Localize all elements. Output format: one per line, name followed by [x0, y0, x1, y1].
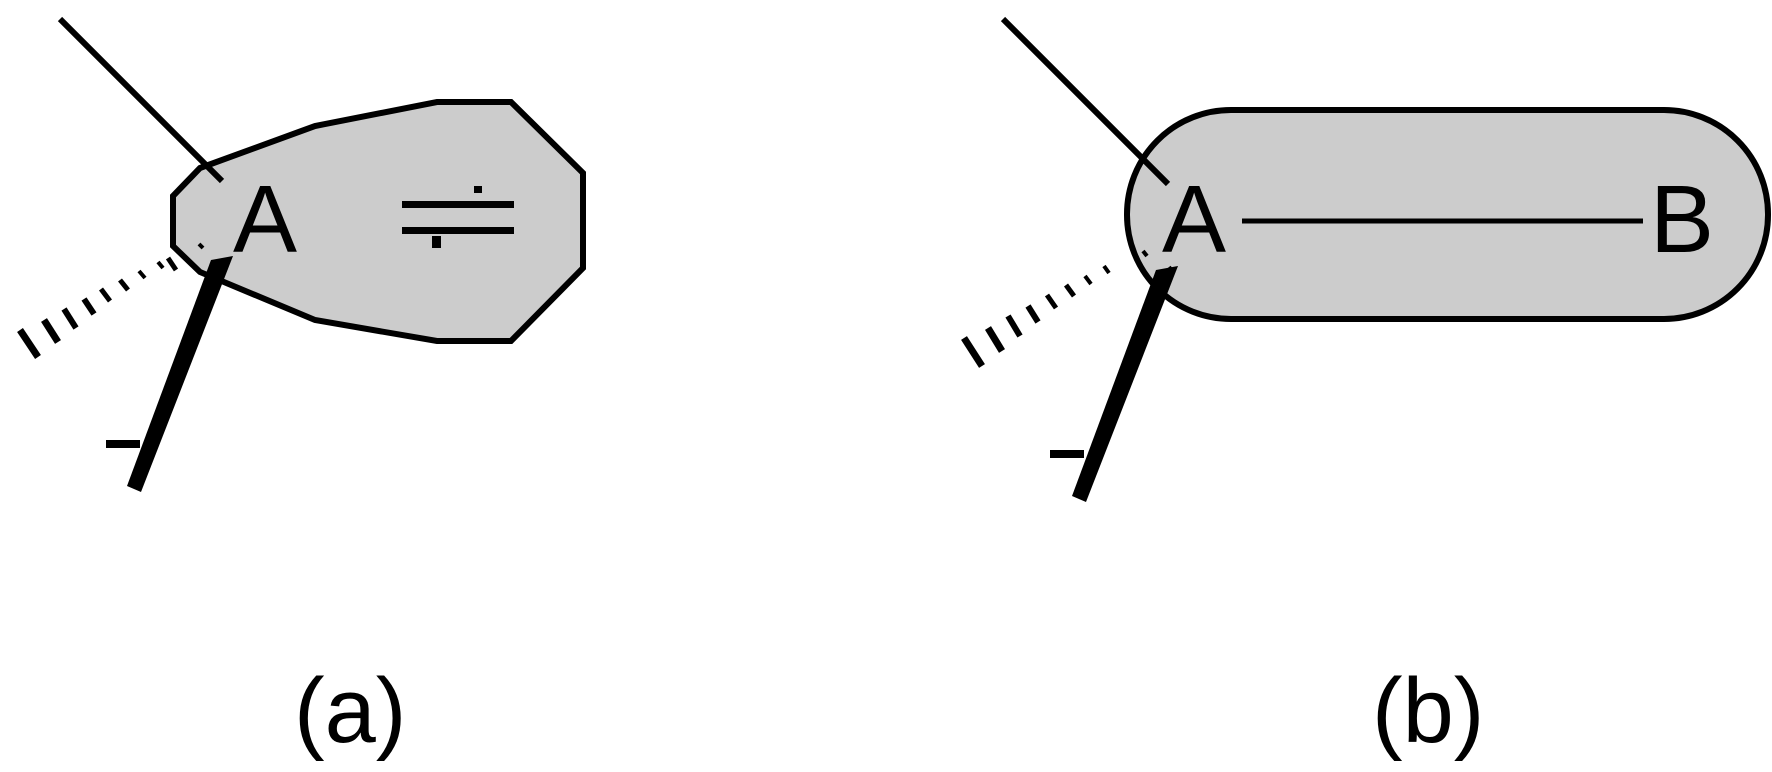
panel-b-capsule	[1124, 107, 1771, 322]
panel-b-wedge-bond	[1072, 266, 1178, 502]
panel-b-partner-label: B	[1650, 166, 1714, 273]
panel-b-wedge-foot	[1050, 450, 1084, 458]
panel-b-plain-bond	[1000, 16, 1171, 187]
panel-b-caption: (b)	[1372, 660, 1484, 762]
panel-a-bond-symbol-icon	[402, 186, 514, 248]
panel-a-hashed-bond	[17, 242, 205, 359]
panel-a: A (a)	[17, 16, 586, 762]
panel-a-plain-bond	[57, 16, 225, 184]
panel-b: A B (b)	[961, 16, 1771, 762]
panel-a-wedge-bond	[127, 256, 233, 492]
panel-a-wedge-foot	[106, 440, 140, 448]
panel-a-atom-label: A	[233, 166, 297, 273]
panel-a-caption: (a)	[294, 660, 406, 762]
panel-b-atom-label: A	[1162, 166, 1226, 273]
panel-a-lobe	[170, 99, 586, 344]
